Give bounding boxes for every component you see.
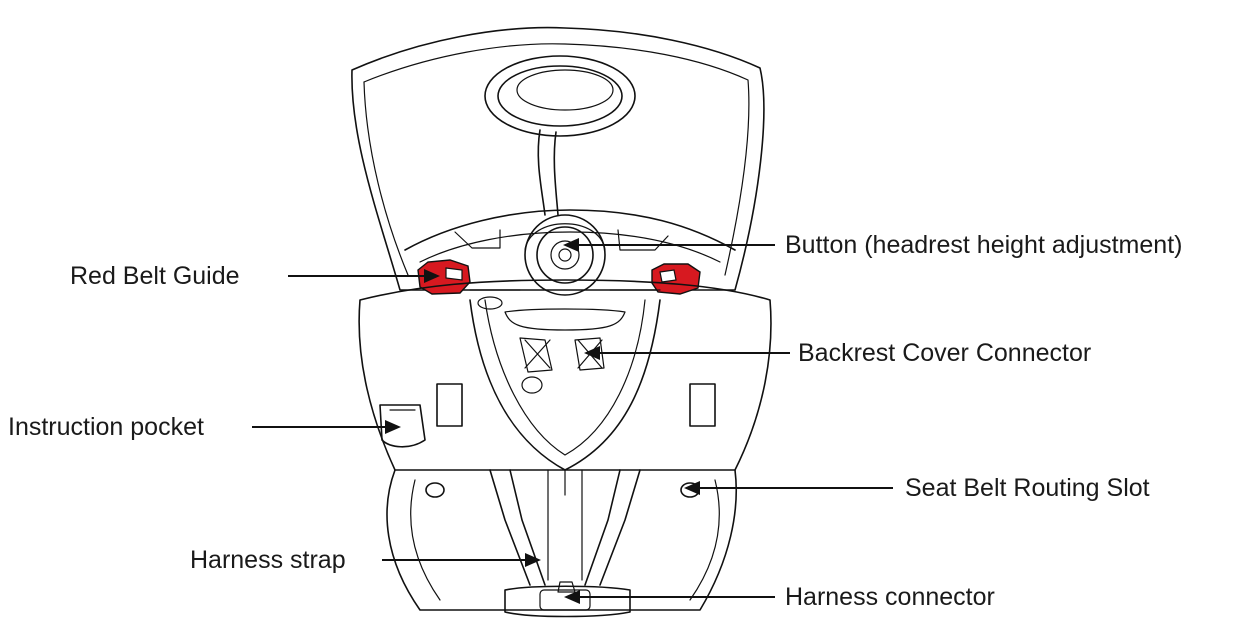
backrest-center: [469, 289, 661, 471]
instruction-pocket-art: [379, 404, 426, 448]
label-harness-strap: Harness strap: [190, 546, 346, 574]
label-seat-belt-routing-slot: Seat Belt Routing Slot: [905, 474, 1150, 502]
label-harness-connector: Harness connector: [785, 583, 995, 611]
red-belt-guide-right-art: [651, 263, 701, 295]
leader-red-belt-guide: [288, 269, 440, 283]
leader-backrest-cover-connector: [584, 346, 790, 360]
harness-straps-art: [489, 469, 641, 586]
label-red-belt-guide: Red Belt Guide: [70, 262, 240, 290]
harness-connector-art: [504, 581, 631, 618]
label-backrest-cover-connector: Backrest Cover Connector: [798, 339, 1092, 367]
headrest-adjust-button-art: [524, 214, 606, 296]
label-button-headrest: Button (headrest height adjustment): [785, 231, 1183, 259]
side-slots: [436, 383, 716, 427]
leader-harness-strap: [382, 553, 541, 567]
routing-slot-holes: [425, 482, 700, 498]
leader-instruction-pocket: [252, 420, 401, 434]
label-instruction-pocket: Instruction pocket: [8, 413, 204, 441]
headrest-band: [404, 209, 736, 263]
leader-harness-connector: [564, 590, 775, 604]
leader-button-headrest: [563, 238, 775, 252]
headrest-shell: [351, 26, 765, 291]
headrest-handle: [484, 55, 636, 216]
leader-seat-belt-routing-slot: [684, 481, 893, 495]
red-belt-guide-left-art: [417, 259, 471, 295]
